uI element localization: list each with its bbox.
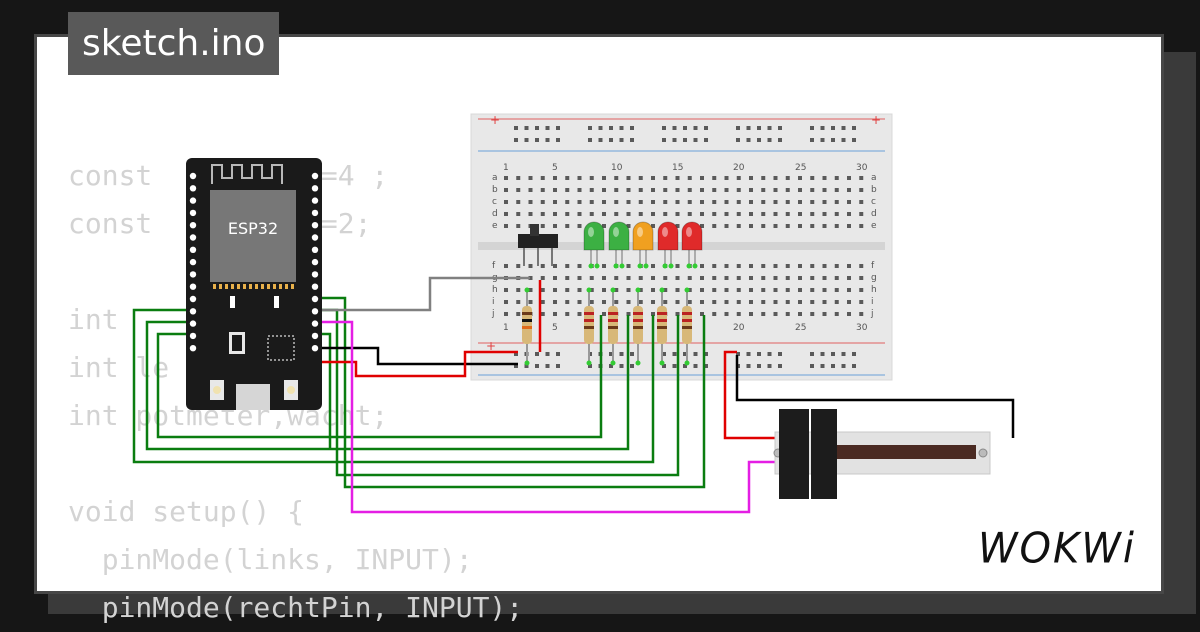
header-pin [311,332,319,340]
resistor [608,306,618,344]
red-wire [723,350,775,440]
header-pin [189,197,197,204]
rail-plus-label: + [490,113,500,127]
row-letter: e [871,221,877,231]
header-pin [311,320,319,327]
led [681,221,703,251]
header-pin [311,209,319,217]
slide-potentiometer[interactable] [773,409,991,499]
slide-switch[interactable] [518,224,558,266]
code-line: int le [68,351,170,384]
resistor [657,306,667,344]
row-letter: j [491,309,495,319]
row-letter: b [871,185,877,195]
led [632,221,654,251]
row-letter: i [492,297,495,307]
led [608,221,630,251]
header-pin [189,246,197,253]
code-line: void setup() { [68,495,305,528]
row-letter: a [492,173,498,183]
header-pin [189,271,197,278]
row-letter: d [492,209,498,219]
header-pin [189,295,197,303]
led [583,221,605,251]
led [657,221,679,251]
resistor [584,306,594,344]
red-wire [315,350,518,378]
column-number: 1 [503,323,509,333]
magenta-wire [315,320,775,514]
rail-plus-label: + [871,113,881,127]
header-pin [189,209,197,217]
column-number: 5 [552,163,558,173]
row-letter: b [492,185,498,195]
header-pin [311,172,319,180]
header-pin [311,345,319,352]
column-number: 10 [611,163,623,173]
black-wire [315,346,518,366]
header-pin [311,197,319,204]
row-letter: h [871,285,877,295]
chip-label: ESP32 [228,219,278,238]
header-pin [189,345,197,352]
column-number: 30 [856,163,868,173]
header-pin [189,185,197,192]
antenna-trace [211,164,283,184]
leds [583,221,703,269]
header-pin [189,172,197,180]
header-pin [311,271,319,278]
gray-wire [315,276,530,312]
header-pin [189,332,197,340]
esp32-board[interactable]: ESP32 [186,158,322,410]
row-letter: e [492,221,498,231]
header-pin [189,283,197,290]
resistor [682,306,692,344]
header-pin [311,246,319,253]
resistor [522,306,532,344]
wokwi-logo: WOKWi [978,524,1136,574]
row-letter: c [871,197,876,207]
column-number: 30 [856,323,868,333]
file-title: sketch.ino [68,12,280,75]
header-pin [189,308,197,315]
row-letter: g [871,273,877,283]
black-wire [735,355,1015,438]
row-letter: j [870,309,874,319]
header-pin [189,258,197,266]
header-pin [311,222,319,229]
header-pin [311,258,319,266]
column-number: 5 [552,323,558,333]
header-pin [189,234,197,241]
column-number: 25 [795,163,806,173]
header-pin [189,222,197,229]
resistor [633,306,643,344]
row-letter: f [871,261,875,271]
column-number: 25 [795,323,806,333]
column-number: 20 [733,323,745,333]
column-number: 20 [733,163,745,173]
header-pin [311,308,319,315]
module-pads [213,284,294,289]
code-line: pinMode(links, INPUT); [68,543,473,576]
row-letter: f [492,261,496,271]
row-letter: c [492,197,497,207]
row-letter: a [871,173,877,183]
row-letter: d [871,209,877,219]
code-line: pinMode(rechtPin, INPUT); [68,591,524,624]
column-number: 15 [672,163,683,173]
resistors [522,287,692,366]
rail-plus-label: + [486,339,496,353]
row-letter: i [871,297,874,307]
header-pin [311,295,319,303]
header-pin [311,283,319,290]
column-number: 1 [503,163,509,173]
header-pin [311,234,319,241]
header-pin [311,185,319,192]
row-letter: h [492,285,498,295]
header-pin [189,320,197,327]
